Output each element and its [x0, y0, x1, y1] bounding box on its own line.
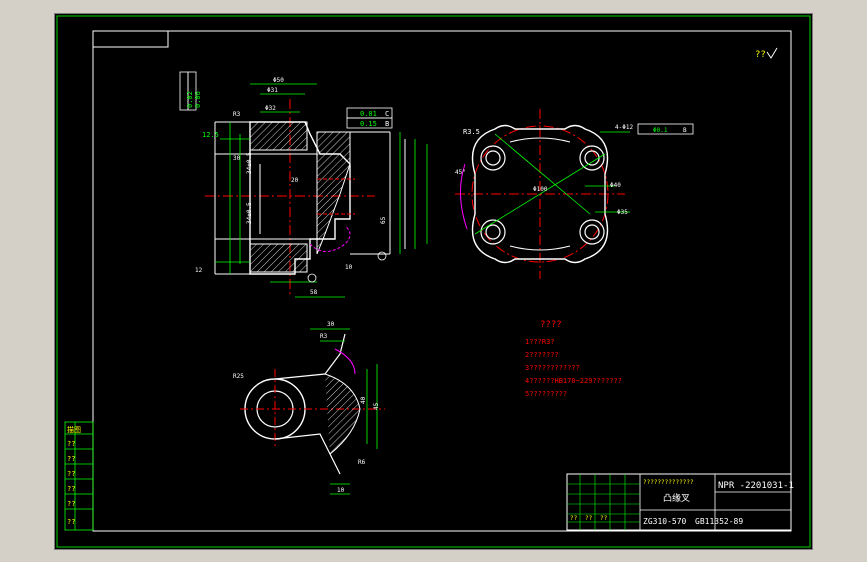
svg-text:R6: R6 [358, 459, 366, 466]
svg-text:12.5: 12.5 [202, 131, 219, 139]
svg-text:Φ32: Φ32 [265, 105, 276, 112]
svg-text:4-Φ12: 4-Φ12 [615, 124, 633, 131]
svg-text:??: ?? [67, 440, 75, 448]
svg-text:??: ?? [585, 515, 593, 522]
part-name: 凸缘叉 [663, 492, 690, 504]
svg-text:0.01: 0.01 [360, 110, 377, 118]
svg-text:34±0.5: 34±0.5 [246, 202, 253, 224]
roughness-symbol [766, 47, 778, 59]
svg-text:10: 10 [345, 264, 353, 271]
svg-text:0.15: 0.15 [360, 120, 377, 128]
drawing-number: NPR -2201031-1 [718, 481, 794, 491]
svg-text:??????????????: ?????????????? [643, 479, 694, 486]
notes-title: ???? [540, 320, 562, 330]
material: ZG310-570 [643, 517, 687, 526]
svg-text:40: 40 [360, 396, 367, 404]
svg-text:??: ?? [570, 515, 578, 522]
standard: GB11352-89 [695, 517, 743, 526]
technical-notes: ???? 1???R3? 2??????? 3???????????? 4???… [525, 320, 622, 398]
side-view: 30 R3 R25 R6 40 45 10 [233, 321, 385, 495]
svg-text:B: B [385, 120, 389, 128]
svg-text:Φ0.1: Φ0.1 [653, 127, 668, 134]
top-view: R3.5 Φ100 Φ40 Φ35 45° 4-Φ12 Φ0.1 B [455, 109, 694, 279]
svg-text:C: C [385, 110, 389, 118]
title-block: ?????????????? 凸缘叉 NPR -2201031-1 ZG310-… [566, 473, 794, 531]
svg-text:Φ35: Φ35 [617, 209, 628, 216]
code-box [92, 30, 169, 48]
cad-viewport[interactable]: ?? [54, 13, 813, 550]
corner-mark: ?? [755, 50, 766, 60]
note-2: 2??????? [525, 351, 559, 359]
svg-text:Φ50: Φ50 [273, 77, 284, 84]
svg-text:30: 30 [327, 321, 335, 328]
svg-text:R3: R3 [233, 111, 241, 118]
svg-text:20: 20 [291, 177, 299, 184]
note-1: 1???R3? [525, 338, 555, 346]
svg-text:65: 65 [380, 216, 387, 224]
inner-frame [92, 30, 792, 532]
front-section-view: 12.5 0.02 0.06 0.01 0.15 C B Φ50 Φ31 Φ32… [179, 71, 428, 298]
svg-text:0.06: 0.06 [194, 91, 202, 108]
svg-text:R3: R3 [320, 333, 328, 340]
left-side-table: 描图 ?? ?? ?? ?? ?? ?? [64, 421, 94, 531]
svg-text:0.02: 0.02 [186, 91, 194, 108]
svg-text:B: B [683, 127, 687, 134]
svg-text:58: 58 [310, 289, 318, 296]
note-3: 3???????????? [525, 364, 580, 372]
svg-text:??: ?? [67, 470, 75, 478]
svg-text:??: ?? [67, 518, 75, 526]
note-5: 5????????? [525, 390, 567, 398]
svg-text:45: 45 [373, 402, 380, 410]
note-4: 4??????HB170~229??????? [525, 377, 622, 385]
svg-text:34±0.5: 34±0.5 [246, 152, 253, 174]
svg-text:??: ?? [67, 500, 75, 508]
svg-text:45°: 45° [455, 169, 466, 176]
svg-text:Φ40: Φ40 [610, 182, 621, 189]
svg-text:10: 10 [337, 487, 345, 494]
svg-text:??: ?? [600, 515, 608, 522]
svg-text:描图: 描图 [67, 425, 81, 434]
svg-text:Φ100: Φ100 [533, 186, 548, 193]
svg-text:R25: R25 [233, 373, 244, 380]
outer-frame [56, 15, 811, 548]
svg-text:??: ?? [67, 455, 75, 463]
svg-text:R3.5: R3.5 [463, 128, 480, 136]
svg-text:Φ31: Φ31 [267, 87, 278, 94]
svg-text:30: 30 [233, 155, 241, 162]
svg-text:??: ?? [67, 485, 75, 493]
svg-text:12: 12 [195, 267, 203, 274]
drawing-canvas: ?? [56, 15, 811, 548]
